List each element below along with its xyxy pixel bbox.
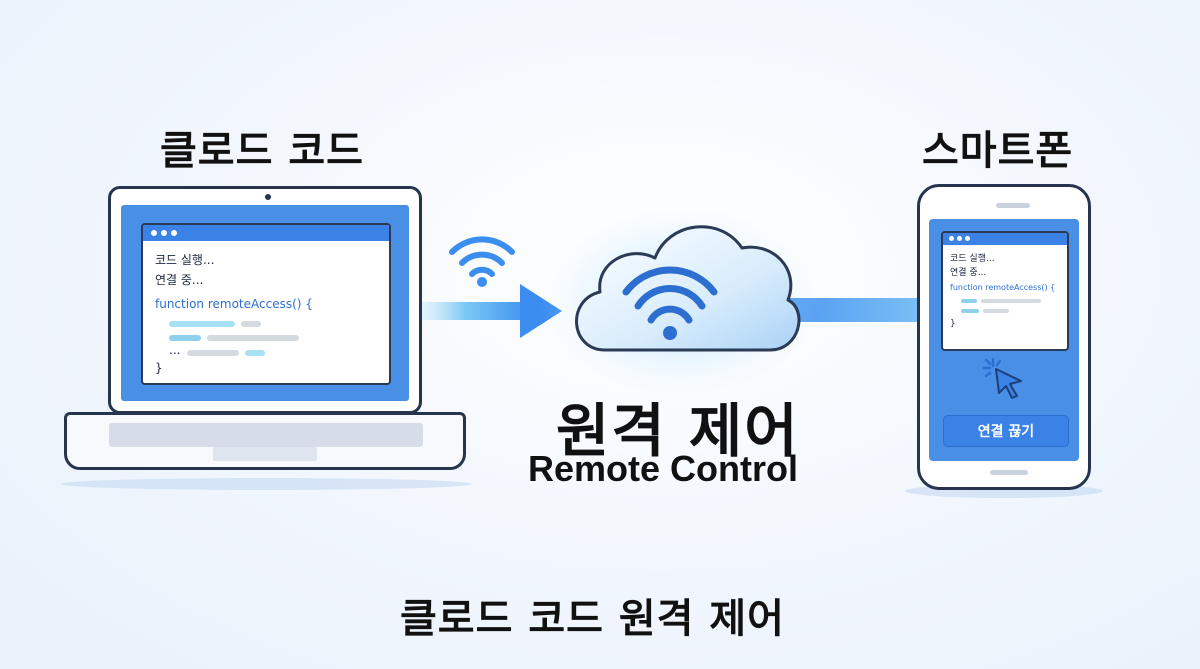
code-line: 코드 실행... xyxy=(950,251,995,264)
phone-home-indicator xyxy=(990,470,1028,475)
code-line: function remoteAccess() { xyxy=(155,297,313,311)
code-placeholder-bar xyxy=(245,350,265,356)
laptop-icon: 코드 실행... 연결 중... function remoteAccess()… xyxy=(60,186,472,496)
code-line: ... xyxy=(169,343,180,357)
code-line: 코드 실행... xyxy=(155,251,214,268)
window-dot xyxy=(151,230,157,236)
code-line: } xyxy=(950,319,956,329)
window-dot xyxy=(949,236,954,241)
code-placeholder-bar xyxy=(169,321,235,327)
laptop-shadow xyxy=(60,478,472,490)
camera-icon xyxy=(265,194,271,200)
window-titlebar xyxy=(943,233,1067,245)
phone-body: 코드 실행... 연결 중... function remoteAccess()… xyxy=(917,184,1091,490)
code-placeholder-bar xyxy=(961,299,977,303)
phone-code-window: 코드 실행... 연결 중... function remoteAccess()… xyxy=(941,231,1069,351)
laptop-lid: 코드 실행... 연결 중... function remoteAccess()… xyxy=(108,186,422,414)
code-line: function remoteAccess() { xyxy=(950,283,1055,292)
code-placeholder-bar xyxy=(983,309,1009,313)
keyboard xyxy=(109,423,423,447)
code-placeholder-bar xyxy=(169,335,201,341)
trackpad xyxy=(213,447,317,461)
code-placeholder-bar xyxy=(981,299,1041,303)
laptop-screen: 코드 실행... 연결 중... function remoteAccess()… xyxy=(121,205,409,401)
code-placeholder-bar xyxy=(241,321,261,327)
cursor-click-icon xyxy=(981,355,1033,405)
phone-speaker xyxy=(996,203,1030,208)
code-line: } xyxy=(155,361,163,375)
window-dot xyxy=(965,236,970,241)
laptop-base xyxy=(64,412,466,470)
phone-screen: 코드 실행... 연결 중... function remoteAccess()… xyxy=(929,219,1079,461)
code-placeholder-bar xyxy=(207,335,299,341)
cloud-wifi-icon xyxy=(540,205,820,395)
window-dot xyxy=(957,236,962,241)
code-placeholder-bar xyxy=(961,309,979,313)
window-titlebar xyxy=(143,225,389,241)
window-dot xyxy=(161,230,167,236)
code-line: 연결 중... xyxy=(950,265,986,278)
smartphone-icon: 코드 실행... 연결 중... function remoteAccess()… xyxy=(905,184,1103,504)
disconnect-button[interactable]: 연결 끊기 xyxy=(943,415,1069,447)
window-dot xyxy=(171,230,177,236)
code-placeholder-bar xyxy=(187,350,239,356)
code-line: 연결 중... xyxy=(155,271,203,288)
laptop-code-window: 코드 실행... 연결 중... function remoteAccess()… xyxy=(141,223,391,385)
